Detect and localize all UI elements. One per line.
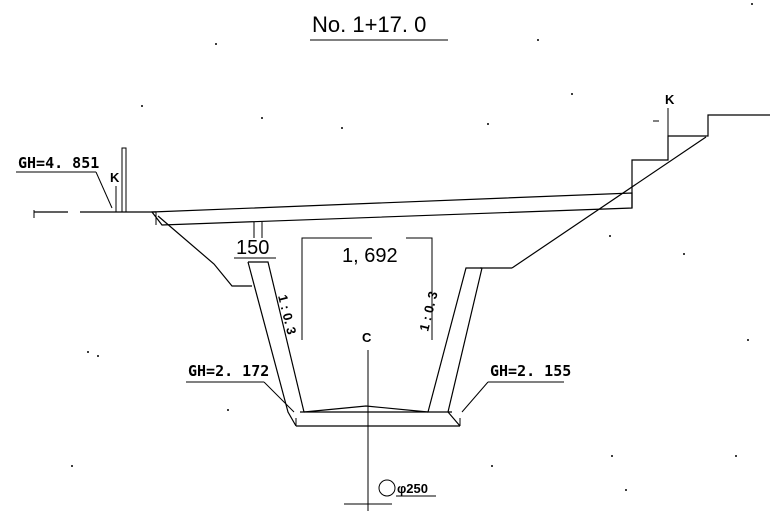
flume-right-wall-inner — [447, 267, 483, 427]
slope-label-left: 1 : 0. 3 — [275, 293, 299, 336]
speck — [571, 93, 573, 95]
gh-left-top-leader — [95, 171, 113, 209]
speck — [735, 455, 737, 457]
pipe-label: φ250 — [397, 481, 428, 496]
centerline-label: C — [362, 330, 372, 345]
gh-label-left-top: GH=4. 851 — [18, 154, 99, 172]
width-dim-left — [301, 237, 372, 340]
speck — [625, 489, 627, 491]
speck — [97, 355, 99, 357]
gh-label-left-bottom: GH=2. 172 — [188, 362, 269, 380]
speck — [491, 465, 493, 467]
flume-left-wall-outer — [248, 261, 305, 413]
section-title: No. 1+17. 0 — [312, 12, 426, 37]
k-label-left: K — [110, 170, 120, 185]
left-excavation-slope — [157, 215, 252, 287]
right-bench — [631, 114, 770, 208]
flume-right-wall-outer — [427, 267, 482, 413]
speck — [341, 127, 343, 129]
speck — [537, 39, 539, 41]
speck — [611, 455, 613, 457]
slope-label-right: 1 : 0. 3 — [416, 290, 440, 333]
speck — [87, 351, 89, 353]
pipe-symbol — [378, 479, 396, 497]
gh-left-bottom-leader — [263, 381, 295, 413]
speck — [751, 3, 753, 5]
speck — [141, 105, 143, 107]
offset-dimension: 150 — [236, 237, 269, 259]
flume-bottom-top — [303, 405, 429, 413]
speck — [487, 123, 489, 125]
width-dim-right — [406, 237, 433, 340]
gh-right-bottom-leader — [461, 381, 489, 413]
right-excavation-slope — [511, 136, 707, 269]
speck — [261, 117, 263, 119]
speck — [747, 339, 749, 341]
pavement-slab — [150, 192, 633, 226]
gh-label-right-bottom: GH=2. 155 — [490, 362, 571, 380]
speck — [215, 43, 217, 45]
k-label-right: K — [665, 92, 675, 107]
speck — [609, 235, 611, 237]
speck — [683, 253, 685, 255]
speck — [71, 465, 73, 467]
flume-left-wall-inner — [247, 261, 297, 427]
speck — [227, 409, 229, 411]
bottom-width-dimension: 1, 692 — [342, 245, 398, 267]
left-post — [121, 147, 127, 213]
